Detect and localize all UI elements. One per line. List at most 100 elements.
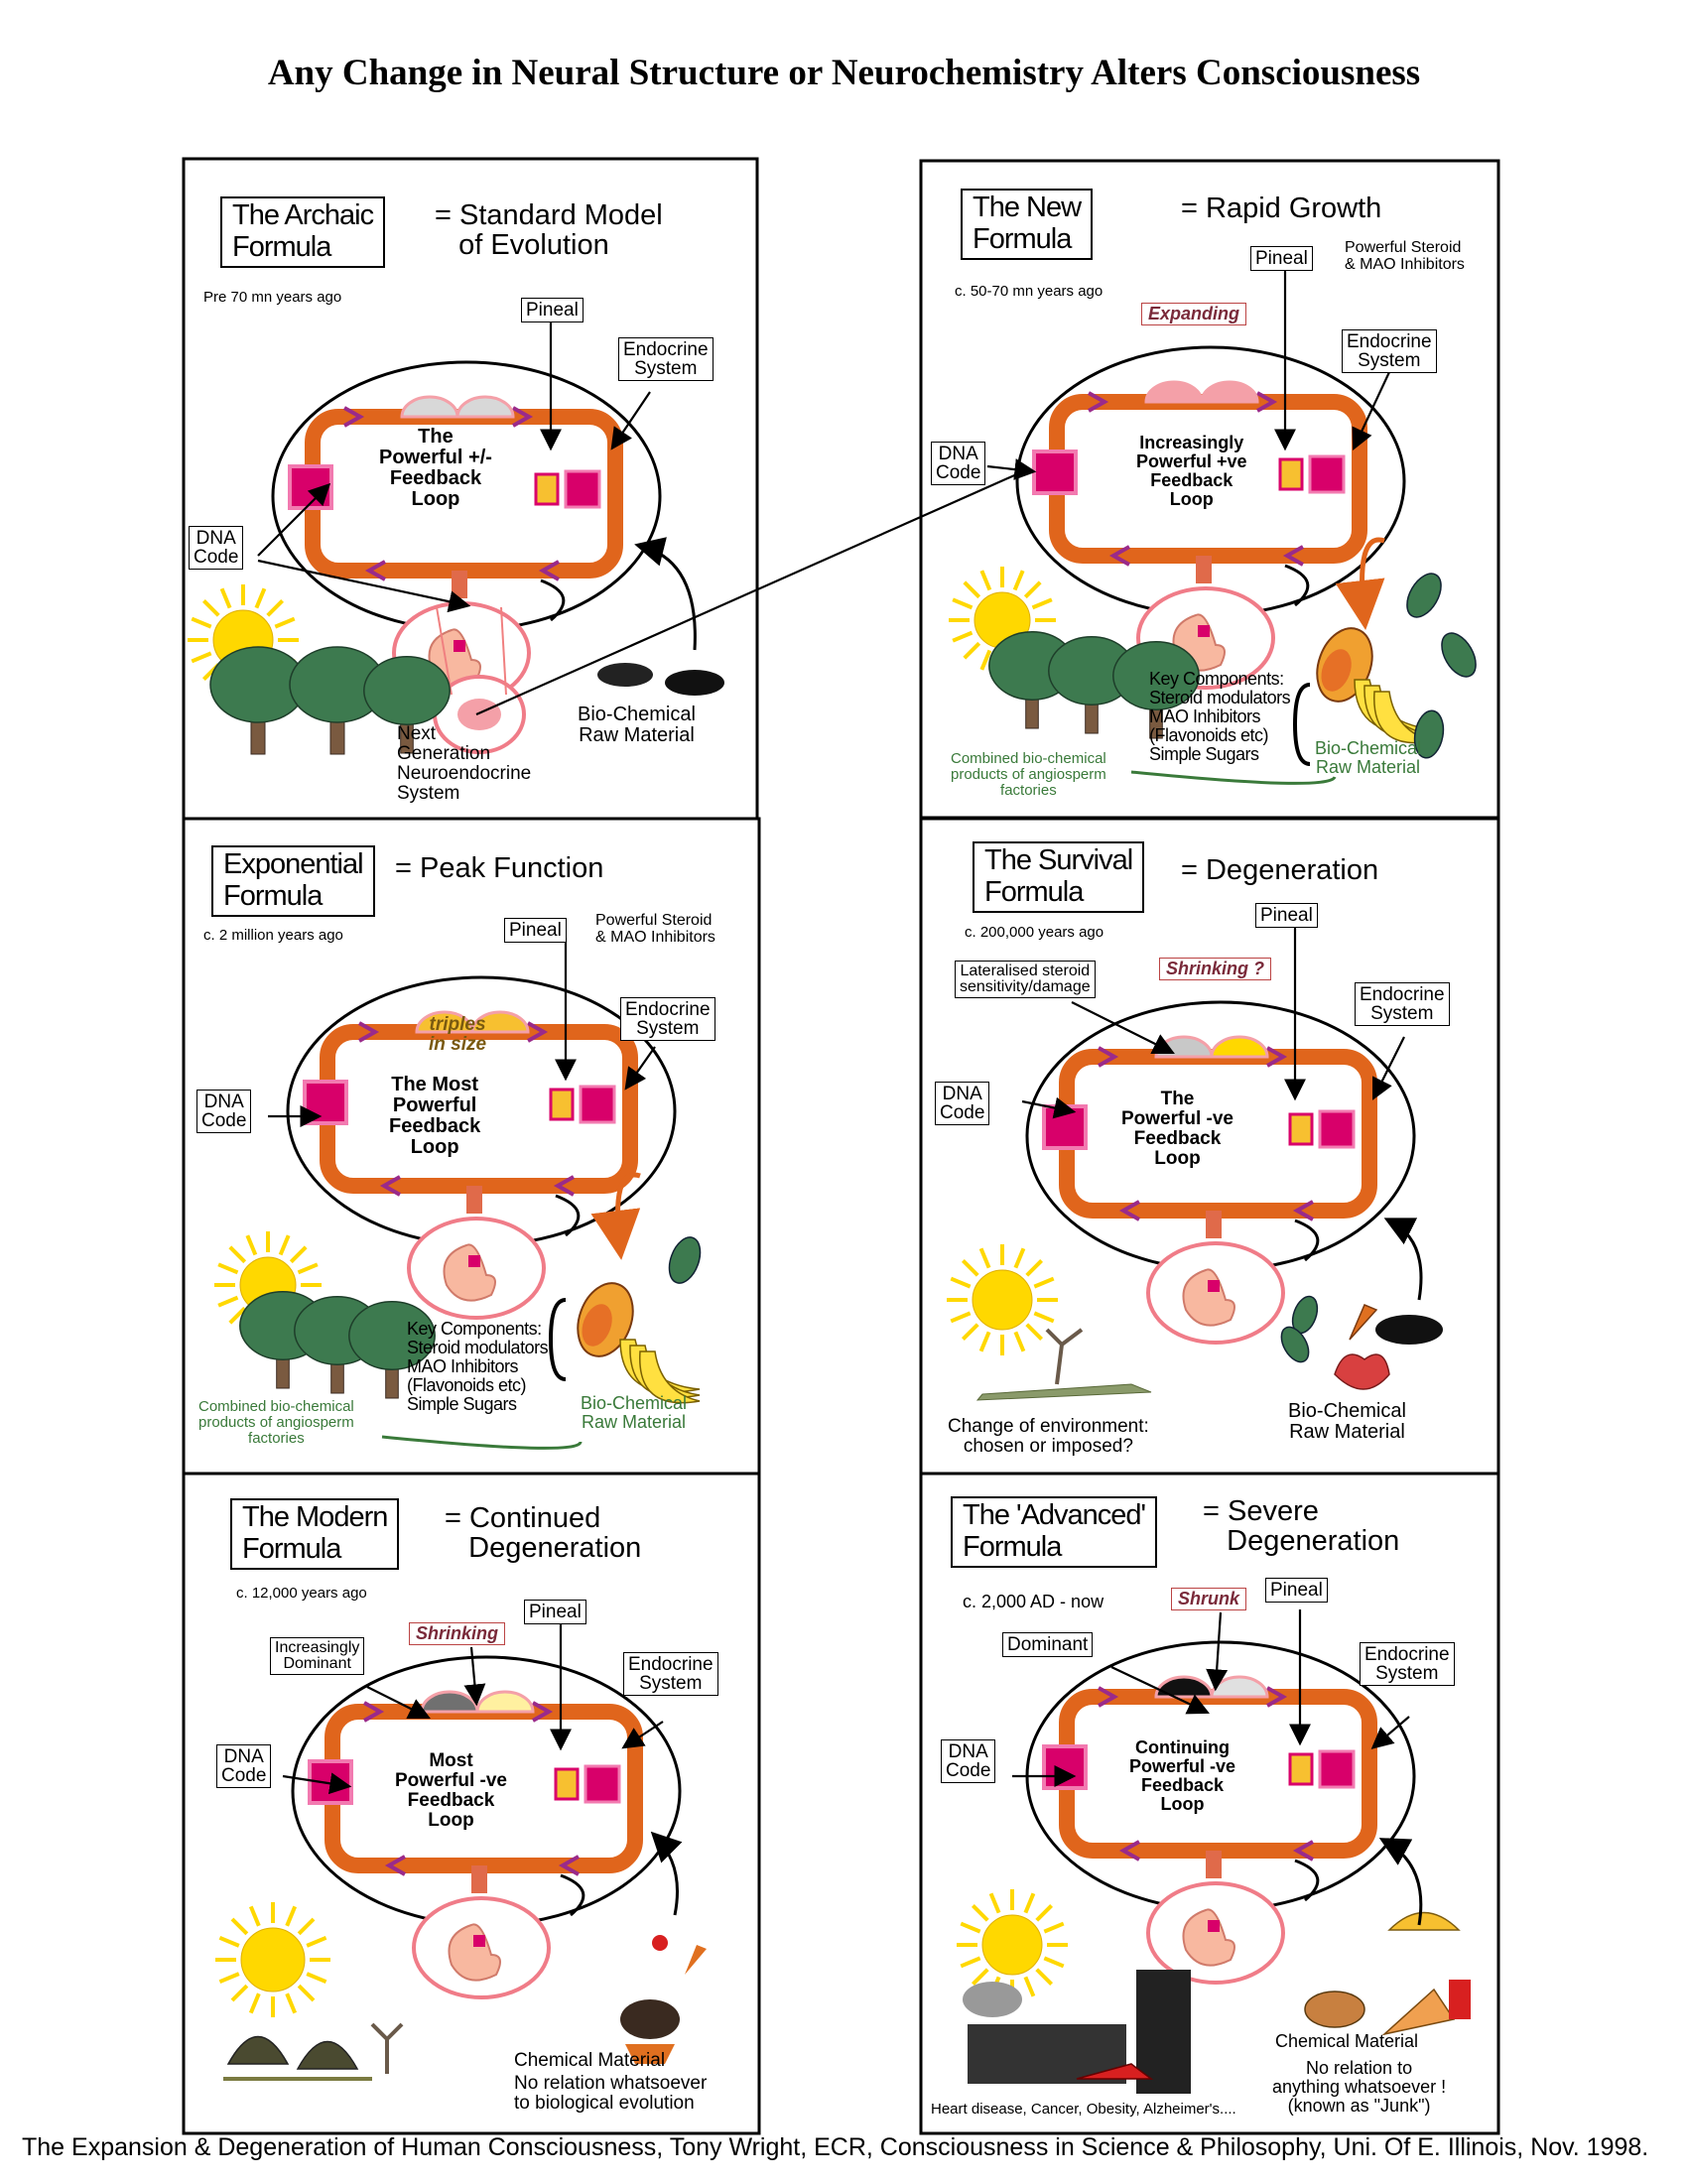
sun-icon bbox=[972, 1269, 1033, 1331]
embryo-marker bbox=[1208, 1280, 1220, 1292]
hut-icon bbox=[296, 2040, 359, 2070]
sun-ray bbox=[971, 1903, 989, 1922]
archaic-loop-label: The Powerful +/- Feedback Loop bbox=[379, 426, 492, 510]
animal-icon bbox=[1375, 1315, 1443, 1345]
embryo-marker bbox=[1208, 1920, 1220, 1932]
pineal-output-block bbox=[554, 1767, 580, 1801]
sun-ray bbox=[278, 1234, 291, 1256]
dna-arrow bbox=[986, 458, 1037, 480]
dna-code-block bbox=[1032, 450, 1078, 495]
sun-ray bbox=[971, 1968, 989, 1987]
loop-direction-arrow bbox=[364, 560, 386, 581]
sun-ray bbox=[952, 597, 974, 610]
endocrine-block bbox=[1308, 454, 1346, 494]
endocrine-block bbox=[564, 469, 601, 509]
sun-ray bbox=[960, 1921, 981, 1934]
sun-ray bbox=[1043, 1956, 1065, 1969]
exponential-biochem-label: Bio-Chemical Raw Material bbox=[581, 1393, 688, 1432]
endocrine-block bbox=[579, 1085, 616, 1124]
spinal-link bbox=[471, 1865, 487, 1893]
loop-direction-arrow bbox=[1088, 391, 1109, 413]
exponential-combined-label: Combined bio-chemical products of angios… bbox=[198, 1398, 354, 1447]
loop-direction-arrow bbox=[1292, 1200, 1314, 1221]
pineal-gland-right bbox=[470, 1010, 530, 1034]
sun-ray bbox=[1033, 1311, 1055, 1324]
dna-arrow bbox=[257, 482, 331, 557]
sun-ray bbox=[1035, 1968, 1054, 1987]
archaic-equals-label: = Standard Model of Evolution bbox=[435, 199, 663, 262]
modern-chem-label: Chemical Material bbox=[514, 2050, 666, 2071]
sun-ray bbox=[285, 1992, 298, 2014]
tree-icon bbox=[348, 1301, 436, 1370]
advanced-formula-label: The 'Advanced' Formula bbox=[951, 1496, 1158, 1568]
survival-equals-label: = Degeneration bbox=[1181, 854, 1379, 886]
loop-direction-arrow bbox=[1292, 1840, 1314, 1862]
car-icon bbox=[1076, 2063, 1154, 2080]
pineal-gland-right bbox=[1210, 1035, 1269, 1059]
head-notch bbox=[1294, 1859, 1320, 1902]
sun-ray bbox=[978, 1331, 991, 1352]
sun-ray bbox=[1023, 1976, 1036, 1997]
sun-ray bbox=[230, 1917, 249, 1936]
sun-ray bbox=[218, 1935, 240, 1948]
sun-ray bbox=[228, 1245, 247, 1264]
spinal-link bbox=[452, 571, 467, 598]
exponential-triples-label: triples in size bbox=[429, 1014, 487, 1055]
advanced-chem-note: No relation to anything whatsoever ! (kn… bbox=[1272, 2058, 1447, 2116]
sun-ray bbox=[978, 1247, 991, 1269]
loop-direction-arrow bbox=[1118, 1200, 1140, 1221]
embryo-icon bbox=[1182, 1268, 1235, 1327]
spinal-link bbox=[1206, 1851, 1222, 1878]
sun-ray bbox=[217, 1262, 239, 1275]
survival-era-label: c. 200,000 years ago bbox=[965, 924, 1104, 941]
loop-direction-arrow bbox=[358, 1021, 380, 1043]
advanced-equals-label: = Severe Degeneration bbox=[1203, 1495, 1400, 1558]
endocrine-arrow bbox=[1370, 1716, 1410, 1749]
sun-icon bbox=[981, 1914, 1043, 1976]
archaic-dna-box: DNA Code bbox=[189, 526, 244, 570]
survival-biochem-label: Bio-Chemical Raw Material bbox=[1288, 1400, 1406, 1443]
page-title: Any Change in Neural Structure or Neuroc… bbox=[267, 53, 1421, 93]
head-notch bbox=[555, 1194, 581, 1237]
modern-era-label: c. 12,000 years ago bbox=[236, 1585, 367, 1602]
leaf-icon bbox=[1406, 573, 1442, 618]
next-gen-pineal bbox=[457, 699, 501, 730]
sun-ray bbox=[306, 1972, 327, 1985]
mango-blush bbox=[1321, 649, 1352, 692]
key-components-bracket bbox=[1292, 683, 1311, 766]
dna-next-gen-arrow bbox=[257, 559, 471, 613]
sun-ray bbox=[1043, 1921, 1065, 1934]
endocrine-arrow bbox=[1372, 1036, 1405, 1100]
exponential-equals-label: = Peak Function bbox=[395, 852, 604, 884]
archaic-formula-label: The Archaic Formula bbox=[220, 196, 386, 268]
sun-ray bbox=[950, 1276, 972, 1289]
endocrine-arrow bbox=[1352, 371, 1390, 450]
sun-ray bbox=[248, 1992, 261, 2014]
sun-ray bbox=[1013, 1331, 1026, 1352]
pineal-gland-left bbox=[400, 395, 459, 419]
hut-icon bbox=[226, 2035, 290, 2065]
survival-env-label: Change of environment: chosen or imposed… bbox=[948, 1416, 1149, 1457]
exponential-dna-box: DNA Code bbox=[196, 1090, 252, 1133]
combined-underline bbox=[381, 1435, 583, 1450]
raw-material-arrow bbox=[1378, 1838, 1423, 1926]
new-dna-box: DNA Code bbox=[931, 442, 986, 485]
sun-ray bbox=[961, 1323, 979, 1342]
dominant-arrow bbox=[366, 1686, 431, 1719]
nutrient-arrow bbox=[1335, 537, 1385, 630]
dna-arrow bbox=[1021, 1096, 1077, 1119]
new-pineal-box: Pineal bbox=[1250, 246, 1313, 271]
leaf-icon bbox=[1280, 1326, 1310, 1363]
loop-direction-arrow bbox=[1098, 1046, 1119, 1068]
embryo-marker bbox=[454, 640, 465, 652]
new-equals-label: = Rapid Growth bbox=[1181, 193, 1382, 224]
survival-shrinking-tag: Shrinking ? bbox=[1159, 958, 1271, 980]
sun-ray bbox=[1012, 570, 1025, 591]
embryo-icon bbox=[1182, 1908, 1235, 1967]
exponential-pineal-box: Pineal bbox=[504, 918, 567, 943]
footer-citation: The Expansion & Degeneration of Human Co… bbox=[22, 2133, 1649, 2161]
exponential-loop-label: The Most Powerful Feedback Loop bbox=[389, 1074, 481, 1158]
loop-direction-arrow bbox=[379, 1175, 401, 1197]
new-expanding-tag: Expanding bbox=[1141, 303, 1247, 325]
shrunk-arrow bbox=[1206, 1611, 1229, 1692]
